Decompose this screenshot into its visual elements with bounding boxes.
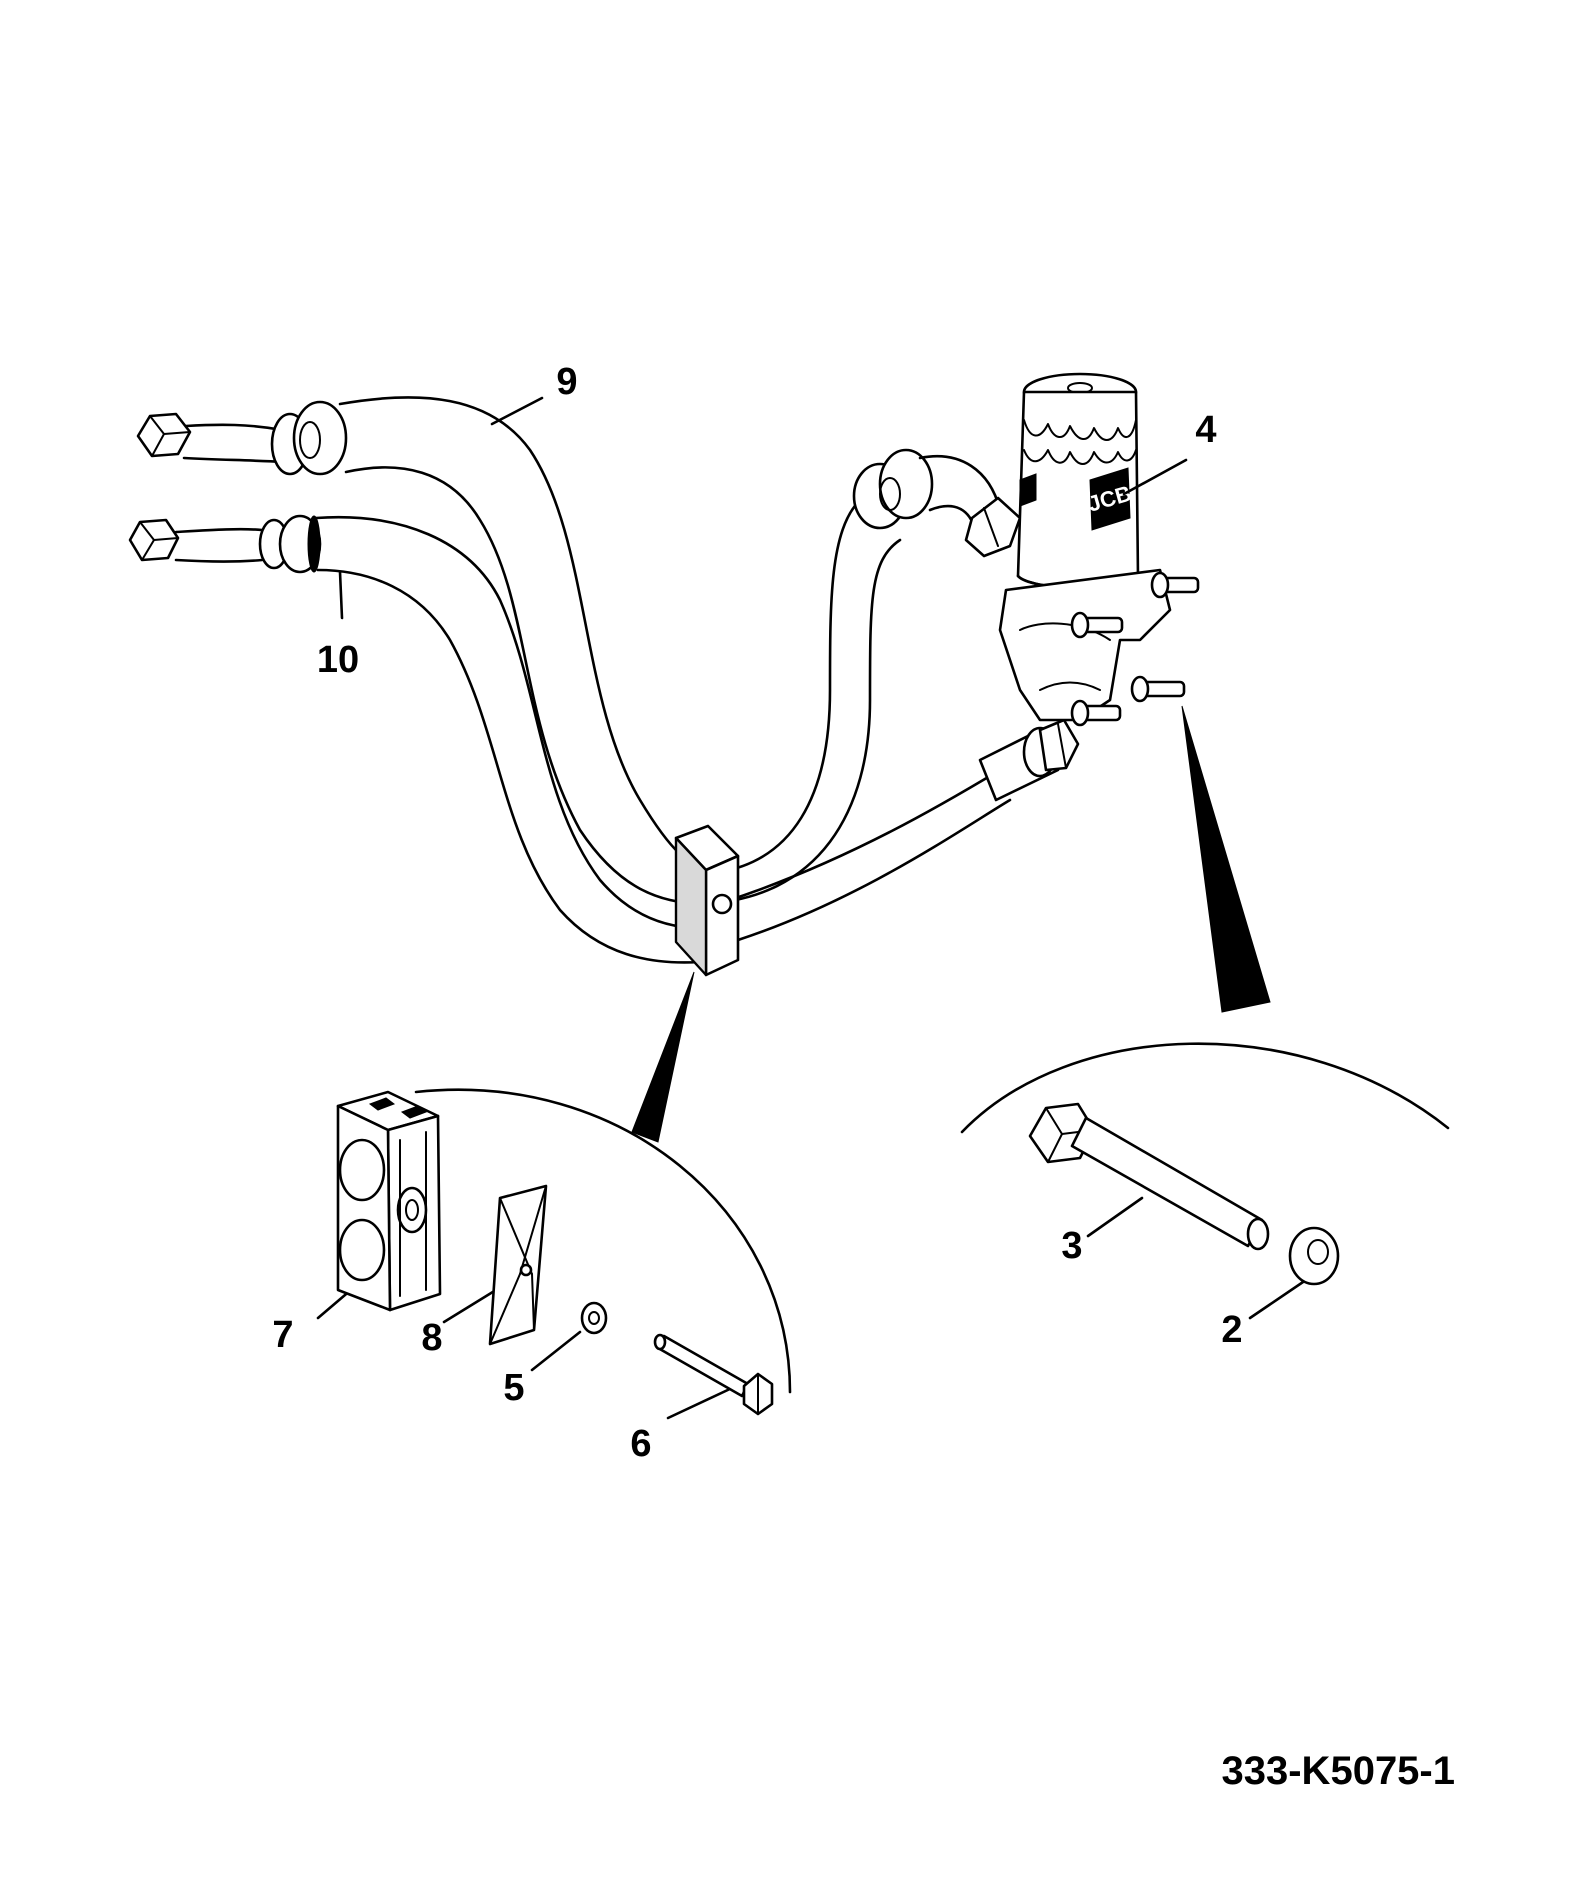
callout-5: 5 xyxy=(503,1367,525,1409)
callout-6: 6 xyxy=(630,1423,652,1465)
callout-4: 4 xyxy=(1195,409,1217,451)
washer-2 xyxy=(1288,1226,1340,1286)
filter-4: JCB xyxy=(998,372,1200,727)
pipe-lower xyxy=(728,718,1080,942)
callout-8: 8 xyxy=(421,1317,443,1359)
washer-5 xyxy=(580,1301,608,1335)
clamp-plate-8 xyxy=(488,1184,548,1346)
detail-pointers xyxy=(631,705,1271,1143)
detail-circle-left xyxy=(336,1088,792,1416)
callout-3: 3 xyxy=(1061,1225,1083,1267)
hose-9 xyxy=(136,396,722,906)
drawing-number: 333-K5075-1 xyxy=(1221,1749,1456,1793)
clamp-installed xyxy=(674,824,740,977)
detail-circle-right xyxy=(960,1042,1450,1286)
callout-9: 9 xyxy=(556,361,578,403)
clamp-block-7 xyxy=(336,1090,442,1312)
hose-10 xyxy=(128,514,702,964)
callout-leaders xyxy=(316,396,1308,1420)
callout-2: 2 xyxy=(1221,1309,1243,1351)
callout-7: 7 xyxy=(272,1314,294,1356)
hose-right-loop xyxy=(698,448,1022,906)
bolt-6 xyxy=(653,1333,774,1416)
callout-10: 10 xyxy=(316,639,360,681)
bolt-3 xyxy=(1028,1102,1270,1251)
